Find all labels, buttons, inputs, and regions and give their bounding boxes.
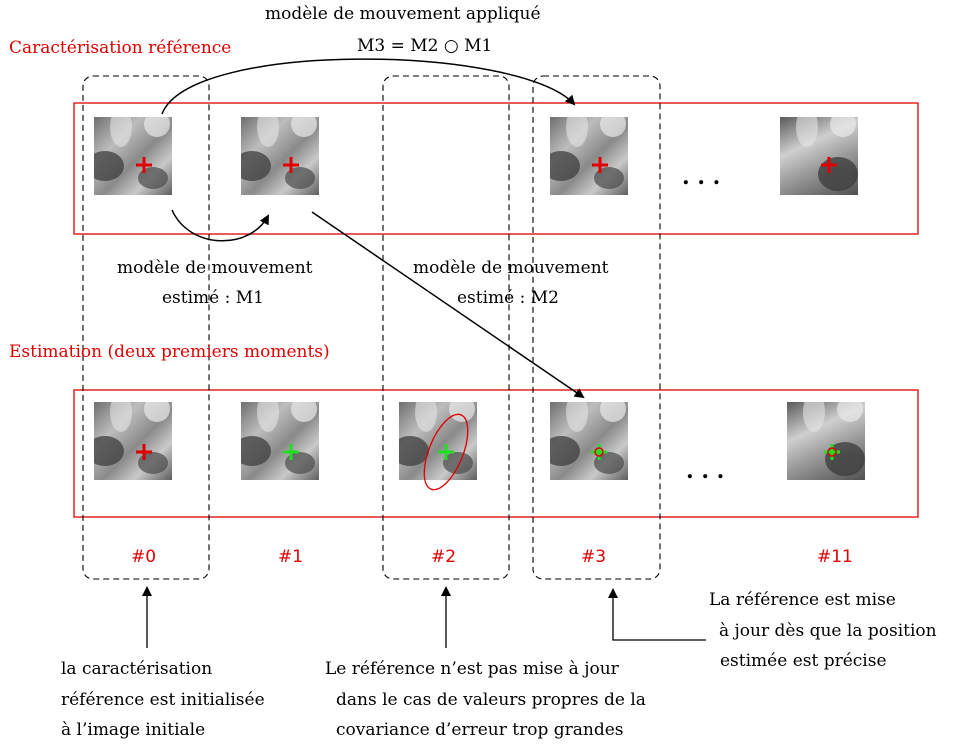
estimated-m1-arrow bbox=[171, 209, 269, 242]
ellipsis-top: . . . bbox=[682, 164, 721, 190]
red-cross-marker bbox=[283, 157, 299, 173]
frame-index-0: #0 bbox=[131, 547, 157, 567]
estimated-model-2-line2: estimé : M2 bbox=[457, 288, 559, 308]
estimated-m2-arrow bbox=[311, 211, 585, 399]
green-cross-marker bbox=[824, 444, 840, 460]
red-circle-marker bbox=[594, 447, 604, 457]
frame-index-3: #3 bbox=[581, 547, 607, 567]
note-mid-line1: Le référence n’est pas mise à jour bbox=[325, 659, 619, 679]
frame-index-1: #1 bbox=[278, 547, 304, 567]
red-circle-marker bbox=[827, 447, 837, 457]
estimation-image-1 bbox=[241, 402, 319, 480]
applied-model-title: modèle de mouvement appliqué bbox=[265, 4, 541, 24]
note-left-line1: la caractérisation bbox=[61, 659, 213, 679]
note-left-line3: à l’image initiale bbox=[61, 720, 206, 740]
column-2-dashed bbox=[382, 75, 510, 580]
reference-image-11 bbox=[780, 117, 858, 195]
estimated-model-1-line2: estimé : M1 bbox=[162, 288, 264, 308]
reference-row-title: Caractérisation référence bbox=[9, 38, 232, 58]
green-cross-marker bbox=[283, 444, 299, 460]
pointer-arrow-3 bbox=[608, 588, 706, 641]
note-right-line1: La référence est mise bbox=[709, 590, 896, 610]
estimation-row-frame bbox=[73, 389, 919, 518]
frame-index-2: #2 bbox=[431, 547, 457, 567]
red-cross-marker bbox=[136, 444, 152, 460]
estimation-row-title: Estimation (deux premiers moments) bbox=[9, 342, 330, 362]
applied-model-formula: M3 = M2 ○ M1 bbox=[357, 36, 493, 56]
estimation-image-11 bbox=[787, 402, 865, 480]
green-cross-marker bbox=[591, 444, 607, 460]
estimated-model-2-line1: modèle de mouvement bbox=[413, 258, 609, 278]
ellipsis-bottom: . . . bbox=[686, 458, 725, 484]
column-0-dashed bbox=[82, 75, 210, 580]
applied-model-arrow bbox=[161, 58, 576, 115]
note-mid-line3: covariance d’erreur trop grandes bbox=[336, 720, 624, 740]
reference-image-3 bbox=[550, 117, 628, 195]
reference-row-frame bbox=[73, 102, 919, 235]
red-cross-marker bbox=[592, 157, 608, 173]
estimated-model-1-line1: modèle de mouvement bbox=[117, 258, 313, 278]
note-mid-line2: dans le cas de valeurs propres de la bbox=[336, 690, 646, 710]
note-right-line2: à jour dès que la position bbox=[719, 621, 937, 641]
red-cross-marker bbox=[136, 157, 152, 173]
note-left-line2: référence est initialisée bbox=[61, 690, 265, 710]
frame-index-11: #11 bbox=[817, 547, 853, 567]
estimation-image-3 bbox=[550, 402, 628, 480]
column-3-dashed bbox=[532, 75, 661, 580]
red-cross-marker bbox=[821, 157, 837, 173]
estimation-image-0 bbox=[94, 402, 172, 480]
note-right-line3: estimée est précise bbox=[720, 651, 887, 671]
green-cross-marker bbox=[438, 444, 454, 460]
reference-image-0 bbox=[94, 117, 172, 195]
estimation-image-2 bbox=[399, 402, 477, 480]
covariance-ellipse bbox=[423, 413, 469, 491]
